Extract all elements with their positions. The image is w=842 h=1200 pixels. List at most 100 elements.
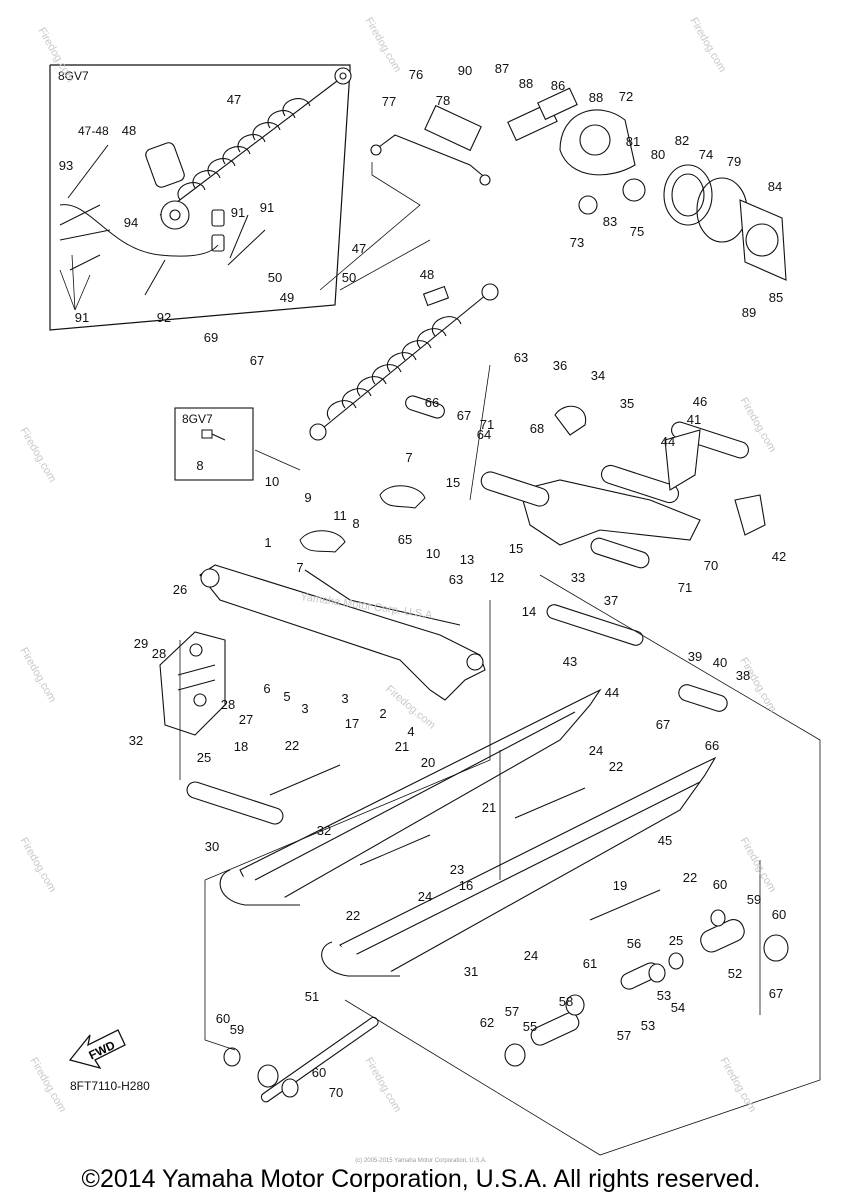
callout-21: 21 bbox=[482, 800, 496, 815]
catalog-code: 8FT7110-H280 bbox=[70, 1079, 150, 1093]
callout-94: 94 bbox=[124, 215, 138, 230]
callout-50: 50 bbox=[342, 270, 356, 285]
callout-37: 37 bbox=[604, 593, 618, 608]
callout-34: 34 bbox=[591, 368, 605, 383]
callout-53: 53 bbox=[641, 1018, 655, 1033]
callout-66: 66 bbox=[425, 395, 439, 410]
callout-22: 22 bbox=[683, 870, 697, 885]
variant-bolt-box bbox=[174, 407, 254, 481]
callout-67: 67 bbox=[250, 353, 264, 368]
idler-parts bbox=[223, 909, 789, 1098]
callout-80: 80 bbox=[651, 147, 665, 162]
callout-83: 83 bbox=[603, 214, 617, 229]
callout-69: 69 bbox=[204, 330, 218, 345]
svg-text:Firedog.com: Firedog.com bbox=[362, 1056, 403, 1115]
svg-text:Firedog.com: Firedog.com bbox=[737, 836, 778, 895]
callout-24: 24 bbox=[524, 948, 538, 963]
callout-15: 15 bbox=[446, 475, 460, 490]
callout-74: 74 bbox=[699, 147, 713, 162]
callout-17: 17 bbox=[345, 716, 359, 731]
callout-26: 26 bbox=[173, 582, 187, 597]
callout-71: 71 bbox=[480, 417, 494, 432]
callout-47: 47 bbox=[227, 92, 241, 107]
callout-22: 22 bbox=[609, 759, 623, 774]
callout-57: 57 bbox=[505, 1004, 519, 1019]
callout-28: 28 bbox=[221, 697, 235, 712]
callout-60: 60 bbox=[216, 1011, 230, 1026]
callout-36: 36 bbox=[553, 358, 567, 373]
callout-47: 47 bbox=[352, 241, 366, 256]
inset-wire-harness bbox=[59, 144, 266, 296]
callout-90: 90 bbox=[458, 63, 472, 78]
callout-75: 75 bbox=[630, 224, 644, 239]
callout-9: 9 bbox=[304, 490, 311, 505]
callout-53: 53 bbox=[657, 988, 671, 1003]
callout-29: 29 bbox=[134, 636, 148, 651]
callout-60: 60 bbox=[312, 1065, 326, 1080]
callout-63: 63 bbox=[514, 350, 528, 365]
variant-bolt-label: 8GV7 bbox=[182, 412, 213, 426]
callout-16: 16 bbox=[459, 878, 473, 893]
callout-67: 67 bbox=[769, 986, 783, 1001]
callout-43: 43 bbox=[563, 654, 577, 669]
upper-dashed-lead bbox=[319, 162, 421, 291]
callout-57: 57 bbox=[617, 1028, 631, 1043]
callout-23: 23 bbox=[450, 862, 464, 877]
callout-38: 38 bbox=[736, 668, 750, 683]
callout-7: 7 bbox=[405, 450, 412, 465]
callout-51: 51 bbox=[305, 989, 319, 1004]
callout-48: 48 bbox=[122, 123, 136, 138]
callout-72: 72 bbox=[619, 89, 633, 104]
callout-49: 49 bbox=[280, 290, 294, 305]
svg-text:Firedog.com: Firedog.com bbox=[17, 836, 58, 895]
left-mount-plate bbox=[159, 631, 226, 736]
callout-62: 62 bbox=[480, 1015, 494, 1030]
callout-86: 86 bbox=[551, 78, 565, 93]
callout-30: 30 bbox=[205, 839, 219, 854]
callout-91: 91 bbox=[231, 205, 245, 220]
callout-82: 82 bbox=[675, 133, 689, 148]
shafts bbox=[186, 395, 728, 825]
callout-18: 18 bbox=[234, 739, 248, 754]
callout-35: 35 bbox=[620, 396, 634, 411]
callout-88: 88 bbox=[519, 76, 533, 91]
callout-14: 14 bbox=[522, 604, 536, 619]
callout-60: 60 bbox=[713, 877, 727, 892]
main-shock-absorber bbox=[309, 283, 499, 441]
callout-70: 70 bbox=[704, 558, 718, 573]
callout-76: 76 bbox=[409, 67, 423, 82]
callout-10: 10 bbox=[265, 474, 279, 489]
callout-labels: 1233456778891010111213141515161718192021… bbox=[59, 61, 786, 1100]
callout-46: 46 bbox=[693, 394, 707, 409]
callout-13: 13 bbox=[460, 552, 474, 567]
callout-20: 20 bbox=[421, 755, 435, 770]
callout-15: 15 bbox=[509, 541, 523, 556]
callout-92: 92 bbox=[157, 310, 171, 325]
callout-22: 22 bbox=[346, 908, 360, 923]
callout-68: 68 bbox=[530, 421, 544, 436]
guide-lines bbox=[179, 239, 821, 1156]
callout-40: 40 bbox=[713, 655, 727, 670]
svg-text:Firedog.com: Firedog.com bbox=[362, 16, 403, 75]
callout-89: 89 bbox=[742, 305, 756, 320]
callout-65: 65 bbox=[398, 532, 412, 547]
callout-50: 50 bbox=[268, 270, 282, 285]
callout-44: 44 bbox=[605, 685, 619, 700]
copyright-line: ©2014 Yamaha Motor Corporation, U.S.A. A… bbox=[81, 1165, 761, 1193]
callout-39: 39 bbox=[688, 649, 702, 664]
callout-54: 54 bbox=[671, 1000, 685, 1015]
callout-31: 31 bbox=[464, 964, 478, 979]
callout-24: 24 bbox=[589, 743, 603, 758]
gear-cover-assembly bbox=[559, 109, 787, 281]
callout-24: 24 bbox=[418, 889, 432, 904]
svg-text:Firedog.com: Firedog.com bbox=[737, 656, 778, 715]
callout-81: 81 bbox=[626, 134, 640, 149]
inset-leaders bbox=[59, 254, 91, 311]
callout-48: 48 bbox=[420, 267, 434, 282]
callout-67: 67 bbox=[457, 408, 471, 423]
callout-52: 52 bbox=[728, 966, 742, 981]
callout-6: 6 bbox=[263, 681, 270, 696]
rail-clips bbox=[269, 764, 661, 921]
lower-axle bbox=[260, 1016, 379, 1103]
callout-28: 28 bbox=[152, 646, 166, 661]
